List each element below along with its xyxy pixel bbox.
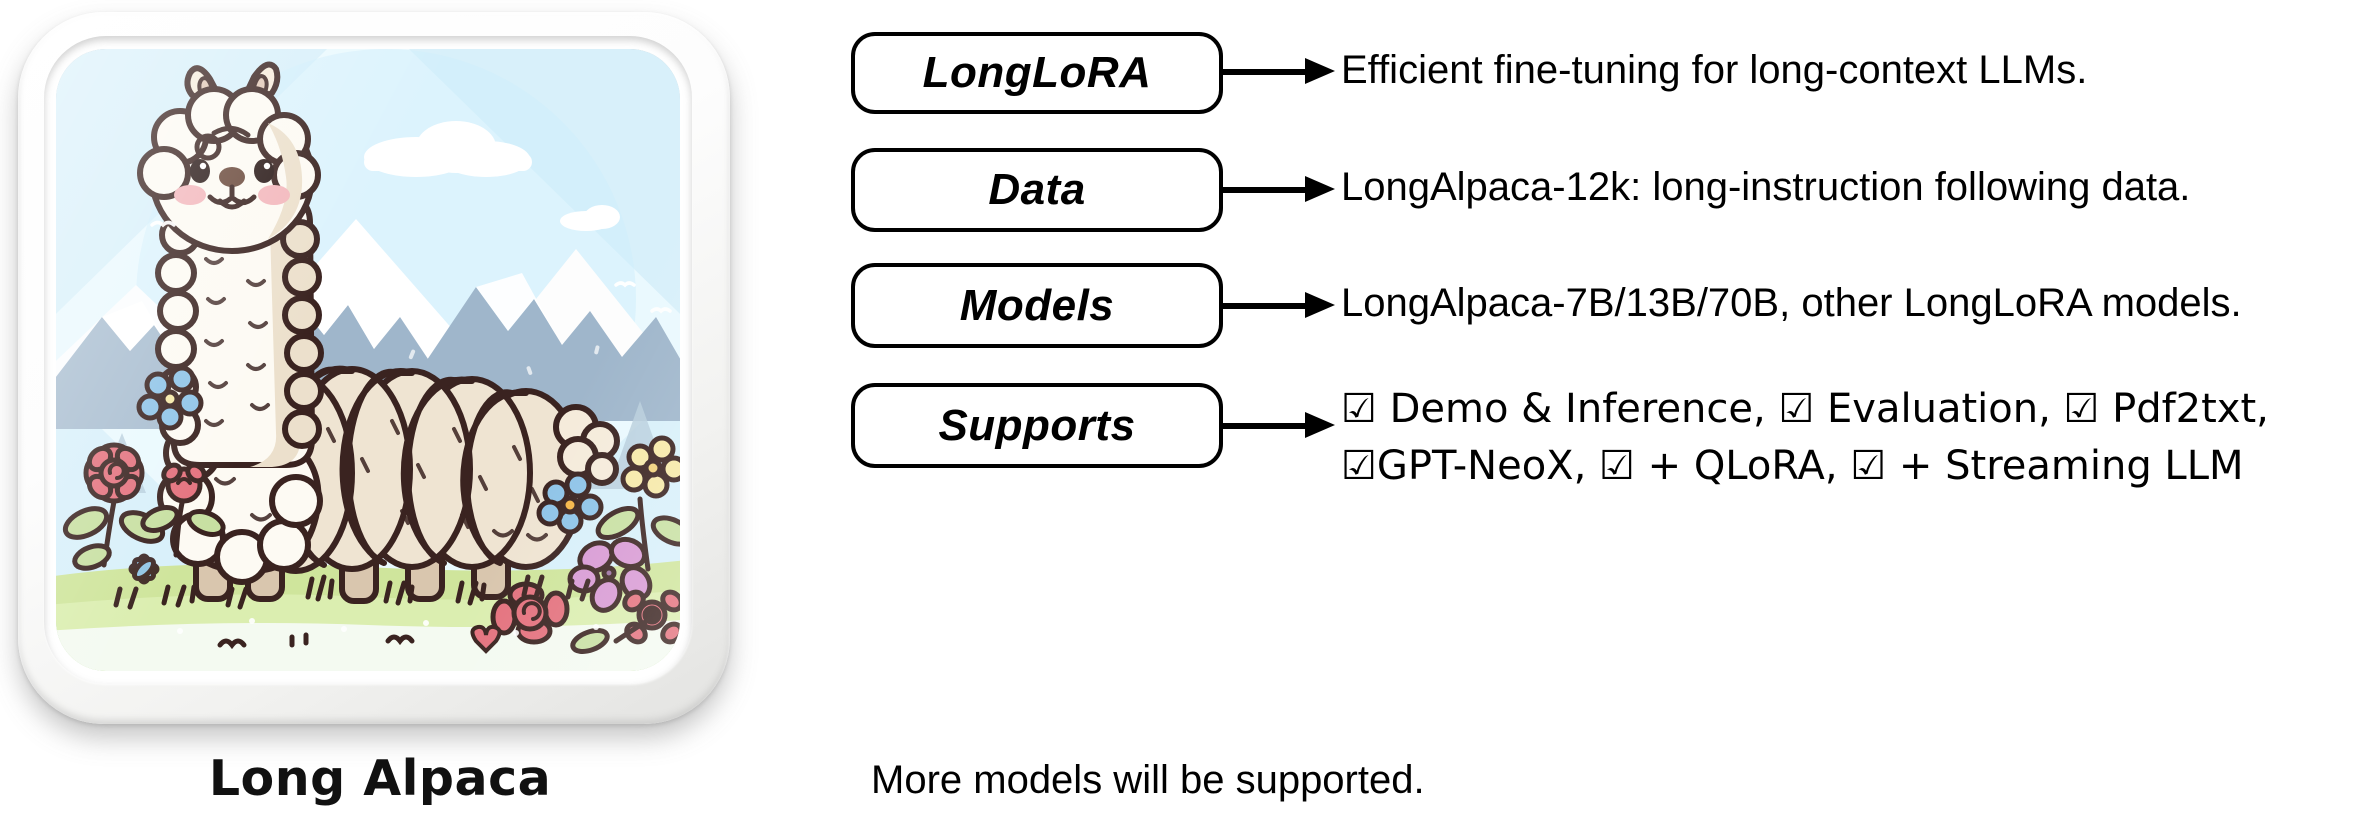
supports-line-1: ☑ Demo & Inference, ☑ Evaluation, ☑ Pdf2… [1341, 386, 2269, 432]
tag-supports[interactable]: Supports [851, 383, 1223, 468]
description-models: LongAlpaca-7B/13B/70B, other LongLoRA mo… [1341, 281, 2242, 325]
page-title: Long Alpaca [208, 750, 552, 807]
tag-longlora[interactable]: LongLoRA [851, 32, 1223, 114]
supports-line-2: ☑GPT-NeoX, ☑ + QLoRA, ☑ + Streaming LLM [1341, 442, 2244, 489]
tag-models[interactable]: Models [851, 263, 1223, 348]
description-data: LongAlpaca-12k: long-instruction followi… [1341, 165, 2191, 209]
description-supports: ☑ Demo & Inference, ☑ Evaluation, ☑ Pdf2… [1341, 381, 2351, 495]
arrow-supports-icon [1223, 412, 1339, 438]
arrow-models-icon [1223, 292, 1339, 318]
arrow-data-icon [1223, 176, 1339, 202]
footnote-text: More models will be supported. [871, 758, 1425, 802]
tag-data[interactable]: Data [851, 148, 1223, 232]
long-alpaca-illustration [56, 49, 680, 671]
long-alpaca-logo-panel: Long Alpaca [10, 6, 750, 807]
description-longlora: Efficient fine-tuning for long-context L… [1341, 48, 2088, 92]
arrow-longlora-icon [1223, 58, 1339, 84]
